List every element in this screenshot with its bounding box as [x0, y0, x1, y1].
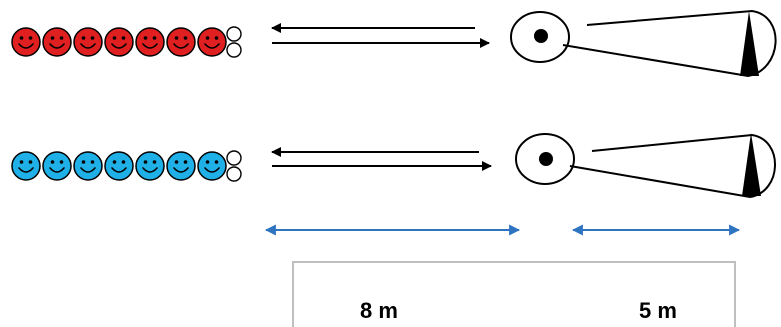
blue-target-dot	[539, 152, 553, 166]
blue-player-face	[135, 151, 165, 181]
blue-cone	[742, 133, 761, 196]
blue-ball	[226, 150, 242, 166]
blue-player-face	[197, 151, 227, 181]
red-player-face	[166, 27, 196, 57]
red-ball	[226, 26, 242, 42]
red-player-face	[135, 27, 165, 57]
blue-player-face	[166, 151, 196, 181]
red-player-face	[11, 27, 41, 57]
blue-team-row	[11, 150, 242, 182]
red-target-station	[510, 9, 777, 78]
blue-player-face	[104, 151, 134, 181]
red-target-dot	[534, 29, 548, 43]
red-team-row	[11, 26, 242, 58]
red-lane-arrows	[271, 23, 490, 48]
red-player-face	[73, 27, 103, 57]
blue-target-station	[515, 133, 776, 199]
blue-lane-arrows	[271, 147, 492, 171]
distance-label-second: 5 m	[639, 298, 677, 323]
distance-label-first: 8 m	[360, 298, 398, 323]
red-player-face	[197, 27, 227, 57]
blue-player-face	[11, 151, 41, 181]
blue-ball	[226, 166, 242, 182]
distance-label-box	[292, 261, 736, 327]
red-player-face	[104, 27, 134, 57]
blue-player-face	[42, 151, 72, 181]
red-player-face	[42, 27, 72, 57]
blue-player-face	[73, 151, 103, 181]
red-ball	[226, 42, 242, 58]
red-cone	[740, 11, 759, 76]
